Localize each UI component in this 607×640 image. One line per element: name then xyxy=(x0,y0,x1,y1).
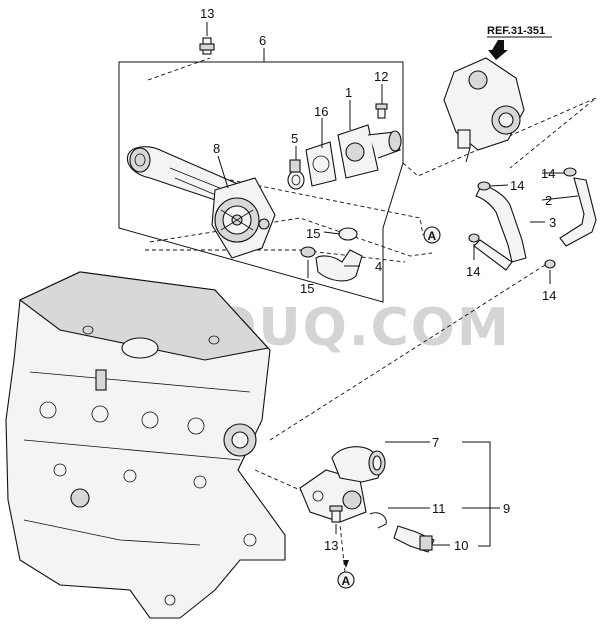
callout-2: 2 xyxy=(545,193,552,208)
thermostat-housing-1 xyxy=(337,124,402,179)
callouts: 13 6 12 1 16 5 8 15 4 15 14 2 14 3 14 14… xyxy=(200,6,556,553)
callout-7: 7 xyxy=(432,435,439,450)
leader-lines xyxy=(206,22,579,547)
gasket-16 xyxy=(305,141,337,187)
callout-15-lower: 15 xyxy=(300,281,314,296)
bolt-12 xyxy=(375,103,388,119)
reference-label: REF.31-351 xyxy=(487,25,552,38)
arrow-to-a-lower xyxy=(343,560,349,568)
callout-6: 6 xyxy=(259,33,266,48)
callout-4: 4 xyxy=(375,259,382,274)
clamp-14-a xyxy=(477,181,491,191)
pump-housing xyxy=(211,177,276,259)
group-box-6 xyxy=(118,61,404,303)
hose-4 xyxy=(300,246,363,282)
clip-11 xyxy=(369,512,387,529)
callout-14-a: 14 xyxy=(510,178,524,193)
callout-5: 5 xyxy=(291,131,298,146)
callout-13-top: 13 xyxy=(200,6,214,21)
engine-block xyxy=(5,271,286,619)
callout-1: 1 xyxy=(345,85,352,100)
bolt-13-lower xyxy=(329,505,343,523)
clamp-15-upper xyxy=(338,227,358,241)
callout-15-upper: 15 xyxy=(306,226,320,241)
dashed-housing xyxy=(254,469,333,516)
connector-a-lower: A xyxy=(337,571,355,589)
svg-text:A: A xyxy=(428,229,437,243)
callout-13-lower: 13 xyxy=(324,538,338,553)
callout-10: 10 xyxy=(454,538,468,553)
callout-16: 16 xyxy=(314,104,328,119)
callout-14-b: 14 xyxy=(541,166,555,181)
egr-cooler-8 xyxy=(126,146,241,206)
callout-14-c: 14 xyxy=(466,264,480,279)
callout-12: 12 xyxy=(374,69,388,84)
hose-3 xyxy=(473,183,527,271)
callout-8: 8 xyxy=(213,141,220,156)
callout-11: 11 xyxy=(432,501,446,516)
hose-2 xyxy=(559,177,597,247)
svg-text:A: A xyxy=(342,574,351,588)
connector-a-upper: A xyxy=(423,226,441,244)
dashed-line-lower xyxy=(145,249,406,263)
callout-9: 9 xyxy=(503,501,510,516)
callout-3: 3 xyxy=(549,215,556,230)
bolt-13-top xyxy=(199,37,215,55)
svg-text:REF.31-351: REF.31-351 xyxy=(487,25,545,37)
clamp-14-d xyxy=(544,259,556,269)
reference-assembly xyxy=(443,57,525,163)
clamp-14-b xyxy=(563,167,577,177)
dashed-bolt-13 xyxy=(147,57,211,81)
dashed-line-a-lower xyxy=(149,217,433,257)
callout-14-d: 14 xyxy=(542,288,556,303)
dashed-ref-line xyxy=(402,97,597,177)
clamp-14-c xyxy=(468,233,480,243)
water-outlet-7 xyxy=(299,446,386,523)
dashed-to-14 xyxy=(269,264,546,441)
sensor-10 xyxy=(393,525,435,553)
ref-arrow xyxy=(488,40,508,60)
gasket-5 xyxy=(287,159,305,190)
dashed-a-lower xyxy=(339,524,346,573)
dashed-line-a-upper xyxy=(229,179,424,236)
